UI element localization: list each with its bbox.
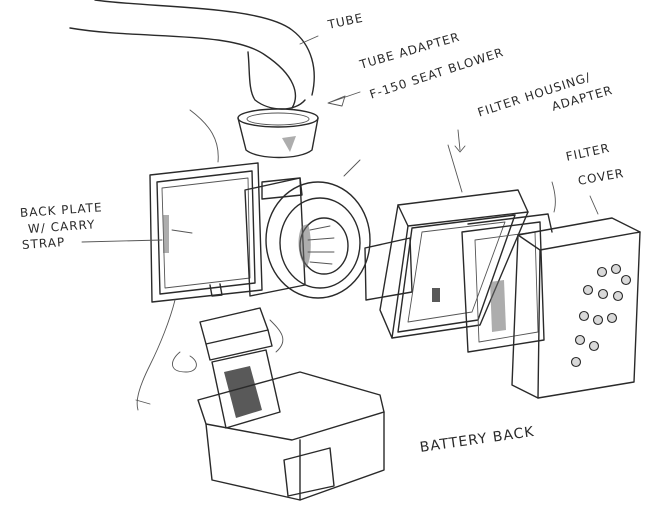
- leader-lines: [81, 129, 466, 243]
- filter: [461, 181, 556, 353]
- back-plate: [136, 109, 263, 411]
- seat-blower: [244, 159, 371, 299]
- tube: [69, 0, 319, 110]
- tube-adapter: [237, 91, 361, 159]
- battery-pack: [135, 307, 385, 501]
- filter-cover: [511, 195, 641, 399]
- label-back-plate-line3: STRAP: [21, 235, 66, 252]
